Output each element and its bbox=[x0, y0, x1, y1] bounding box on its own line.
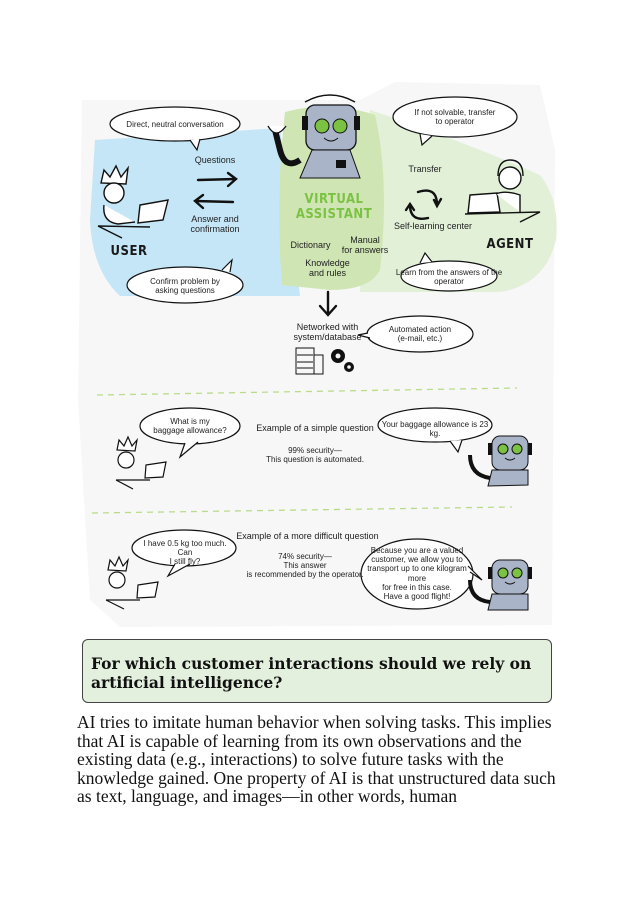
bubble-confirm bbox=[126, 266, 244, 304]
difficult-example-title: Example of a more difficult question bbox=[236, 531, 379, 541]
illustration-background bbox=[90, 94, 557, 611]
bubble-confirm-text: Confirm problem by asking questions bbox=[135, 277, 235, 295]
user-zone bbox=[90, 128, 300, 296]
user-simple-bubble-text: What is my baggage allowance? bbox=[150, 417, 230, 435]
simple-security-line1: 99% security— bbox=[288, 446, 342, 455]
bot-difficult-line3: transport up to one kilogram more bbox=[367, 564, 467, 583]
bubble-user-simple-tail bbox=[178, 441, 199, 459]
user-label: USER bbox=[110, 244, 148, 259]
bubble-automated-tail bbox=[357, 332, 371, 339]
bot-simple-icon bbox=[468, 435, 532, 487]
bubble-learn-line2: operator bbox=[434, 277, 464, 287]
customer-interaction-illustration: Direct, neutral conversation If not solv… bbox=[90, 94, 557, 611]
virtual-assistant-title: VIRTUAL ASSISTANT bbox=[284, 192, 384, 223]
user-difficult-bubble-text: I have 0.5 kg too much. Can I still fly? bbox=[140, 539, 230, 567]
bubble-transfer bbox=[392, 96, 518, 138]
bubble-direct-text: Direct, neutral conversation bbox=[126, 120, 224, 129]
bubble-transfer-line2: to operator bbox=[435, 117, 475, 127]
down-arrow-icon bbox=[318, 290, 338, 317]
difficult-security-line1: 74% security— bbox=[278, 552, 332, 561]
question-callout-box: For which customer interactions should w… bbox=[82, 639, 552, 703]
bubble-learn bbox=[400, 260, 498, 292]
bot-difficult-line5: Have a good flight! bbox=[383, 591, 451, 601]
questions-arrow-icon bbox=[196, 171, 238, 188]
bubble-learn-line1: Learn from the answers of the bbox=[395, 268, 503, 277]
bot-difficult-line1: Because you are a valued bbox=[370, 546, 464, 555]
user-difficult-icon bbox=[105, 555, 159, 610]
questions-label: Questions bbox=[194, 155, 236, 165]
difficult-example-security: 74% security— This answer is recommended… bbox=[245, 552, 365, 580]
user-simple-line1: What is my bbox=[170, 417, 210, 426]
bubble-bot-difficult-tail bbox=[467, 565, 483, 581]
bubble-confirm-line1: Confirm problem by bbox=[150, 277, 220, 286]
agent-figure-icon bbox=[464, 159, 541, 223]
manual-line1: Manual bbox=[350, 235, 380, 245]
bubble-bot-simple-tail bbox=[449, 439, 463, 454]
user-difficult-line1: I have 0.5 kg too much. Can bbox=[143, 539, 227, 558]
assistant-label: ASSISTANT bbox=[295, 206, 373, 222]
bubble-learn-text: Learn from the answers of the operator bbox=[395, 268, 503, 286]
bubble-automated-line1: Automated action bbox=[388, 325, 452, 334]
bubble-automated-line2: (e-mail, etc.) bbox=[397, 334, 443, 344]
user-simple-icon bbox=[115, 435, 167, 490]
transfer-label: Transfer bbox=[408, 164, 442, 174]
bot-simple-bubble-text: Your baggage allowance is 23 kg. bbox=[381, 420, 489, 439]
bot-difficult-line2: customer, we allow you to bbox=[371, 555, 463, 565]
separator-2 bbox=[91, 506, 513, 514]
knowledge-line1: Knowledge bbox=[305, 258, 350, 268]
simple-security-line2: This question is automated. bbox=[266, 455, 364, 465]
bot-difficult-line4: for free in this case. bbox=[382, 582, 452, 592]
networked-label: Networked with system/database bbox=[290, 322, 365, 343]
manual-line2: for answers bbox=[341, 245, 389, 256]
answer-line2: confirmation bbox=[190, 224, 240, 235]
assistant-zone bbox=[279, 106, 384, 291]
user-figure-icon bbox=[97, 164, 169, 239]
difficult-security-line3: is recommended by the operator. bbox=[246, 570, 364, 580]
bubble-confirm-line2: asking questions bbox=[155, 286, 215, 296]
knowledge-label: Knowledge and rules bbox=[300, 258, 355, 279]
virtual-assistant-robot-icon bbox=[267, 94, 361, 179]
networked-line2: system/database bbox=[293, 332, 362, 343]
manual-label: Manual for answers bbox=[340, 235, 390, 256]
agent-zone bbox=[360, 110, 557, 292]
agent-label: AGENT bbox=[486, 237, 534, 252]
difficult-security-line2: This answer bbox=[283, 561, 327, 571]
cycle-arrow-bottom-icon bbox=[408, 203, 430, 220]
bubble-direct-tail bbox=[189, 138, 201, 152]
bubble-learn-tail bbox=[419, 251, 433, 264]
bubble-direct bbox=[109, 106, 241, 142]
body-paragraph: AI tries to imitate human behavior when … bbox=[77, 712, 556, 806]
bubble-confirm-tail bbox=[221, 258, 233, 273]
answer-arrow-icon bbox=[193, 193, 235, 210]
bubble-bot-simple bbox=[377, 407, 493, 443]
gears-icon bbox=[331, 349, 354, 372]
database-icon bbox=[295, 347, 324, 375]
dictionary-label: Dictionary bbox=[290, 240, 331, 250]
bubble-user-difficult-tail bbox=[166, 563, 191, 578]
separator-1 bbox=[96, 387, 518, 396]
answer-line1: Answer and bbox=[191, 214, 239, 224]
bot-difficult-bubble-text: Because you are a valued customer, we al… bbox=[362, 546, 472, 601]
networked-line1: Networked with bbox=[296, 322, 359, 332]
cycle-arrow-top-icon bbox=[416, 189, 439, 207]
bubble-transfer-line1: If not solvable, transfer bbox=[414, 108, 496, 117]
user-difficult-line2: I still fly? bbox=[169, 557, 201, 567]
bubble-automated-text: Automated action (e-mail, etc.) bbox=[380, 325, 460, 343]
virtual-label: VIRTUAL bbox=[304, 192, 364, 207]
knowledge-line2: and rules bbox=[308, 268, 347, 279]
answer-label: Answer and confirmation bbox=[180, 214, 250, 235]
simple-example-title: Example of a simple question bbox=[256, 423, 374, 433]
simple-example-security: 99% security— This question is automated… bbox=[255, 446, 375, 464]
bubble-transfer-tail bbox=[419, 133, 433, 147]
user-simple-line2: baggage allowance? bbox=[153, 426, 227, 436]
bubble-transfer-text: If not solvable, transfer to operator bbox=[405, 108, 505, 126]
question-heading: For which customer interactions should w… bbox=[91, 654, 532, 692]
bot-difficult-icon bbox=[468, 559, 532, 611]
self-learning-label: Self-learning center bbox=[393, 221, 473, 231]
